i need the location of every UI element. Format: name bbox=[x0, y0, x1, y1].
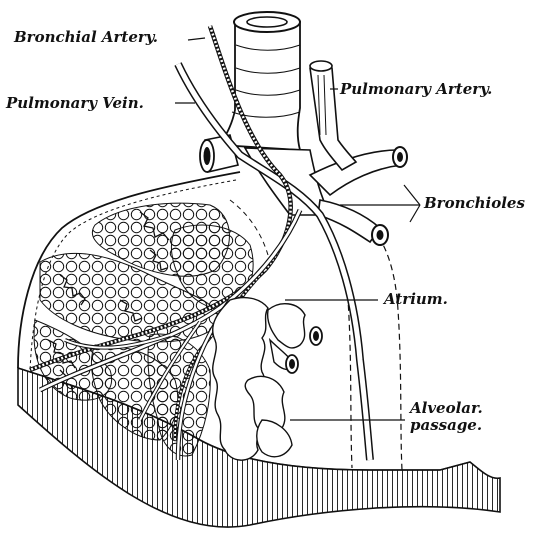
bronchus bbox=[200, 12, 330, 215]
label-bronchioles: Bronchioles bbox=[424, 196, 525, 211]
label-pulmonary-artery: Pulmonary Artery. bbox=[340, 82, 492, 97]
label-alveolar-passage: Alveolar. passage. bbox=[410, 400, 483, 435]
label-atrium: Atrium. bbox=[384, 292, 448, 307]
pulmonary-artery-vessel bbox=[310, 61, 356, 170]
label-pulmonary-vein: Pulmonary Vein. bbox=[6, 96, 144, 111]
label-bronchial-artery: Bronchial Artery. bbox=[14, 30, 158, 45]
label-alveolar-passage-line1: Alveolar. bbox=[410, 400, 483, 417]
label-alveolar-passage-line2: passage. bbox=[410, 417, 483, 434]
atrium-passages bbox=[213, 298, 322, 461]
